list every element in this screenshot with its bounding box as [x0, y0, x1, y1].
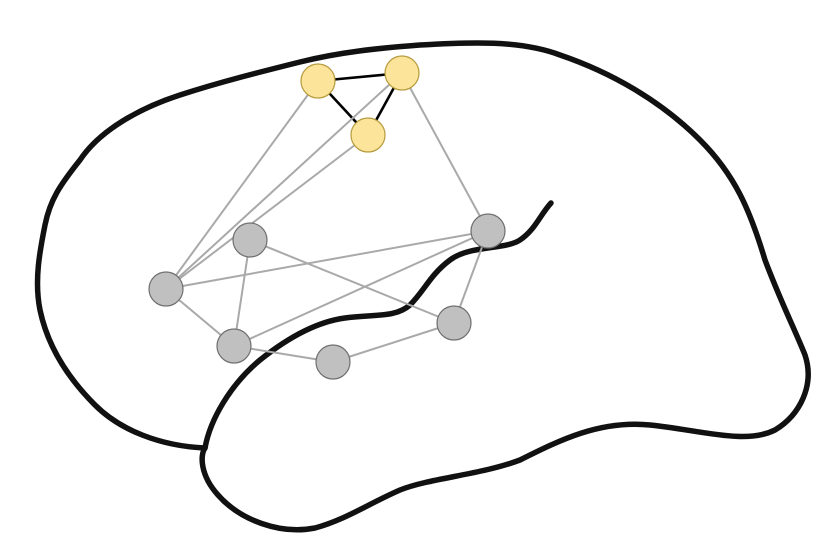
- highlighted-node: [300, 63, 336, 99]
- network-node: [232, 222, 268, 258]
- highlighted-node: [384, 55, 420, 91]
- network-edge: [233, 239, 251, 347]
- highlighted-node: [350, 117, 386, 153]
- network-edge: [249, 239, 455, 324]
- network-edge: [332, 322, 455, 363]
- network-edge: [233, 230, 489, 347]
- network-edge: [165, 230, 489, 290]
- network-node: [436, 305, 472, 341]
- network-node: [216, 328, 252, 364]
- network-edge: [165, 80, 319, 290]
- network-node: [148, 271, 184, 307]
- network-edge: [401, 72, 489, 232]
- network-nodes: [148, 55, 506, 380]
- brain-outline: [34, 40, 811, 533]
- network-node: [470, 213, 506, 249]
- temporal-lobe-contour: [202, 200, 554, 451]
- network-edge: [165, 72, 403, 290]
- network-node: [315, 344, 351, 380]
- network-edge: [165, 134, 369, 290]
